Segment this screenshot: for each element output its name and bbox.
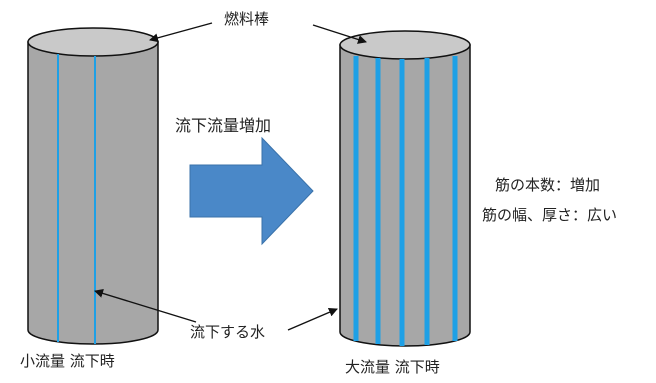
- flow-increase-arrow: [189, 136, 314, 246]
- large-rod-top: [339, 30, 471, 60]
- water-pointer-left: [94, 289, 197, 323]
- small-flow-fuel-rod: [27, 27, 159, 345]
- fuel-rod-pointer-right: [312, 24, 367, 44]
- flow-increase-label: 流下流量増加: [175, 116, 272, 135]
- water-pointer-right: [287, 308, 338, 331]
- large-flow-fuel-rod: [339, 30, 471, 347]
- large-flow-caption: 大流量 流下時: [345, 358, 440, 376]
- streak-count-label: 筋の本数：増加: [495, 176, 601, 194]
- small-rod-top: [27, 27, 159, 57]
- fuel-rod-pointer-left: [149, 22, 213, 43]
- streak-width-label: 筋の幅、厚さ：広い: [482, 206, 618, 224]
- small-rod-body: [27, 41, 159, 345]
- large-rod-body: [339, 44, 471, 347]
- fuel-rod-label: 燃料棒: [224, 10, 270, 28]
- small-flow-caption: 小流量 流下時: [20, 352, 115, 370]
- falling-water-label: 流下する水: [190, 323, 266, 341]
